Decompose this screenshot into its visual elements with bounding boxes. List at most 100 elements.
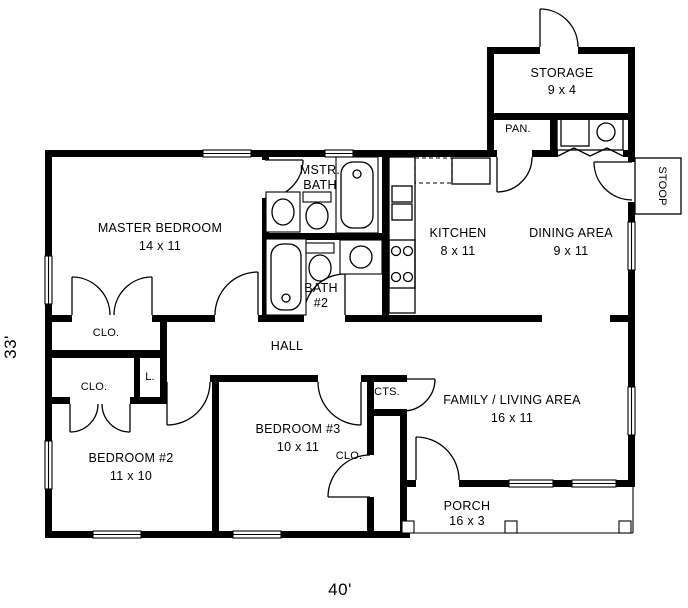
label-family-room: FAMILY / LIVING AREA — [443, 393, 581, 407]
wall-segment — [210, 375, 318, 382]
door-coat-closet — [402, 378, 436, 412]
door-bed3-closet — [327, 454, 371, 498]
wall-segment — [262, 233, 389, 240]
wall-segment — [152, 315, 215, 322]
wall-segment — [45, 531, 410, 538]
label-overall-width: 40' — [328, 580, 352, 599]
window — [44, 255, 53, 305]
bathroom-fixtures — [265, 156, 383, 316]
kitchen-range — [388, 239, 416, 289]
label-porch: PORCH — [444, 499, 491, 513]
wall-segment — [487, 47, 540, 54]
label-dining-size: 9 x 11 — [554, 244, 589, 258]
wall-segment — [345, 315, 389, 322]
label-bed2-closet: CLO. — [81, 381, 107, 393]
window — [627, 221, 636, 271]
bath2-vanity-sink — [339, 239, 383, 275]
kitchen-fixtures — [388, 113, 624, 314]
window — [232, 530, 282, 539]
windows — [44, 149, 636, 539]
wall-segment — [400, 411, 407, 538]
bath2-tub — [265, 238, 307, 316]
wall-segment — [367, 497, 374, 538]
master-bath-vanity-sink — [265, 191, 301, 233]
wall-segment — [45, 315, 72, 322]
wall-segment — [628, 47, 635, 162]
window — [92, 530, 142, 539]
wall-segment — [623, 150, 635, 157]
label-pantry: PAN. — [505, 123, 531, 135]
wall-segment — [487, 150, 497, 157]
label-master-bedroom: MASTER BEDROOM — [98, 221, 222, 235]
label-kitchen: KITCHEN — [430, 226, 487, 240]
wall-segment — [578, 47, 635, 54]
label-linen-closet: L. — [145, 371, 155, 383]
porch-post — [504, 520, 518, 534]
wall-segment — [400, 375, 407, 379]
label-master-bath-1: MSTR. — [300, 163, 340, 177]
label-storage: STORAGE — [531, 66, 594, 80]
door-porch — [415, 436, 460, 481]
label-master-bath-2: BATH — [303, 178, 337, 192]
door-master-bedroom — [214, 271, 259, 316]
label-bath2-1: BATH — [304, 281, 338, 295]
label-storage-size: 9 x 4 — [548, 83, 577, 97]
wall-segment — [134, 350, 140, 404]
label-bath2-2: #2 — [314, 296, 329, 310]
label-bedroom3: BEDROOM #3 — [256, 422, 341, 436]
wall-segment — [400, 480, 416, 487]
door-storage — [539, 8, 579, 48]
wall-segment — [367, 409, 407, 416]
label-family-room-size: 16 x 11 — [491, 411, 533, 425]
door-side-entry — [593, 161, 633, 201]
wall-segment — [487, 113, 635, 120]
label-porch-size: 16 x 3 — [449, 514, 485, 528]
door-master-closet-left — [71, 276, 111, 316]
wall-segment — [382, 315, 542, 322]
wall-segment — [361, 375, 407, 382]
window — [44, 440, 53, 490]
door-bed2-closet-left — [69, 403, 99, 433]
dimension-labels: 40' 33' — [1, 335, 352, 599]
label-bedroom2: BEDROOM #2 — [89, 451, 174, 465]
label-bed3-closet: CLO. — [336, 450, 362, 462]
wall-segment — [45, 397, 70, 404]
label-kitchen-size: 8 x 11 — [441, 244, 476, 258]
label-master-closet: CLO. — [93, 327, 119, 339]
label-bedroom3-size: 10 x 11 — [277, 440, 319, 454]
wall-segment — [262, 150, 269, 160]
door-bed2-closet-right — [101, 403, 131, 433]
label-stoop: STOOP — [656, 166, 668, 205]
porch-post — [618, 520, 632, 534]
wall-segment — [134, 397, 167, 404]
wall-segment — [550, 113, 557, 157]
laundry-appliance — [556, 113, 624, 151]
label-bedroom2-size: 11 x 10 — [110, 469, 152, 483]
stoop-outline — [634, 157, 682, 215]
window — [324, 149, 354, 158]
wall-segment — [45, 150, 52, 538]
doors — [69, 8, 633, 498]
master-bath-tub — [335, 156, 379, 234]
kitchen-sink — [391, 185, 413, 221]
window — [627, 386, 636, 436]
window — [508, 479, 554, 488]
label-overall-height: 33' — [1, 335, 20, 359]
door-master-closet-right — [113, 276, 153, 316]
master-bath-toilet — [302, 191, 332, 230]
kitchen-counter — [388, 156, 416, 314]
label-hall: HALL — [271, 339, 303, 353]
porch-post — [401, 520, 415, 534]
door-pantry — [496, 156, 533, 193]
upper-cabinets — [414, 157, 453, 184]
label-master-bedroom-size: 14 x 11 — [139, 239, 181, 253]
wall-segment — [487, 47, 494, 157]
window — [202, 149, 252, 158]
room-labels: MASTER BEDROOM 14 x 11 MSTR. BATH BATH #… — [81, 66, 668, 528]
wall-segment — [45, 350, 167, 358]
wall-segment — [628, 202, 635, 487]
label-dining: DINING AREA — [529, 226, 613, 240]
bath2-toilet — [305, 242, 335, 282]
